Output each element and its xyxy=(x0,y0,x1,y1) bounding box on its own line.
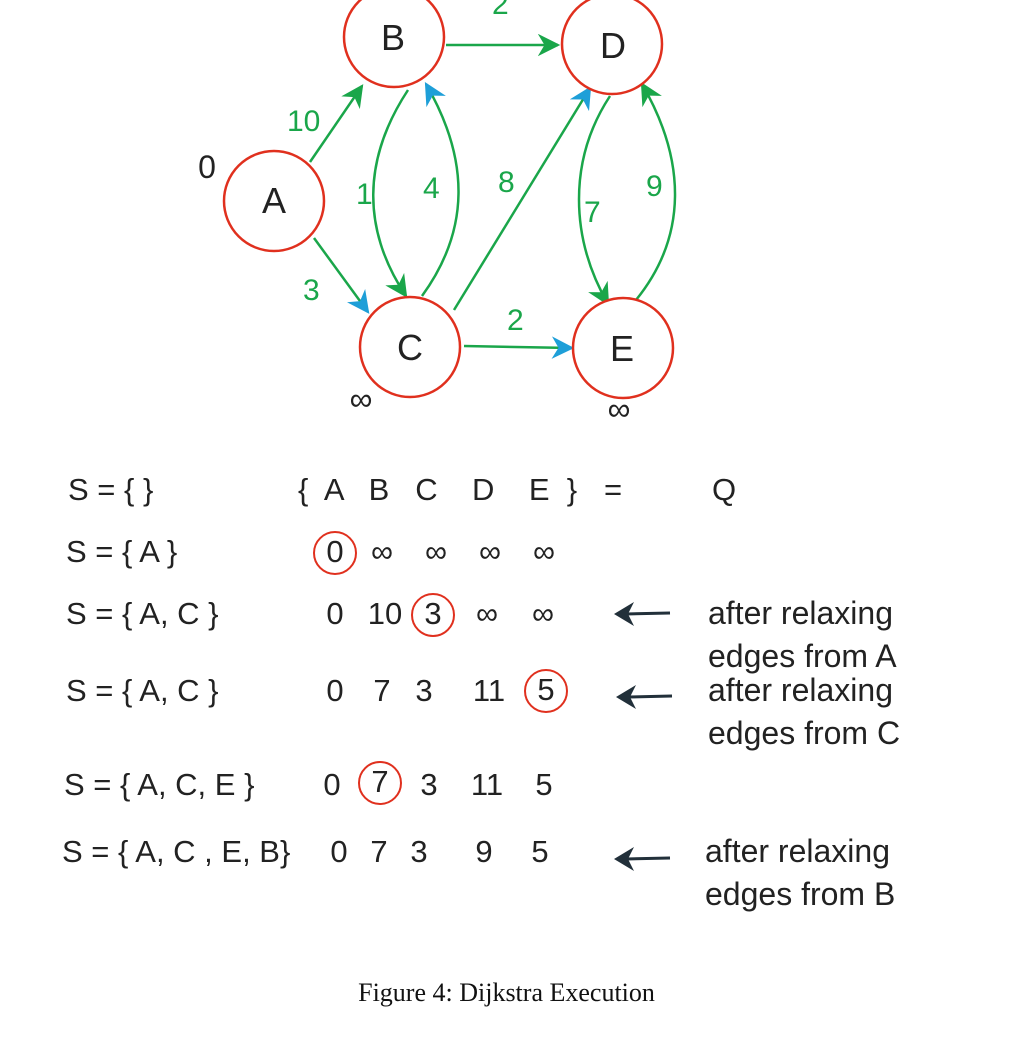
row-1-val-D: ∞ xyxy=(478,534,502,569)
weight-C-D: 8 xyxy=(498,166,515,199)
header-set: S = { } xyxy=(68,472,154,507)
row-4-val-E: 5 xyxy=(535,767,553,802)
node-label-D: D xyxy=(600,25,626,66)
node-label-A: A xyxy=(262,180,286,221)
row-2-val-D: ∞ xyxy=(475,596,499,631)
weight-A-C: 3 xyxy=(303,274,320,307)
arrow-row-3-icon xyxy=(616,685,673,709)
row-5-val-D: 9 xyxy=(475,834,493,869)
row-3-val-E: 5 xyxy=(524,669,568,713)
row-1-set: S = { A } xyxy=(66,534,178,569)
row-2-set: S = { A, C } xyxy=(66,596,219,631)
row-4-val-A: 0 xyxy=(323,767,341,802)
node-label-B: B xyxy=(381,17,405,58)
header-q: Q xyxy=(712,472,737,507)
row-3-val-D: 11 xyxy=(472,673,506,708)
row-2-note-line-2: edges from A xyxy=(708,638,897,674)
row-3-note: after relaxing edges from C xyxy=(708,669,900,755)
arrow-row-5-icon xyxy=(614,847,671,871)
row-4-val-C: 3 xyxy=(420,767,438,802)
edge-A-B xyxy=(308,84,364,163)
row-3-note-line-1: after relaxing xyxy=(708,672,893,708)
header-equals: = xyxy=(604,472,623,507)
dist-label-C: ∞ xyxy=(350,381,373,417)
row-2-val-B: 10 xyxy=(367,596,403,631)
row-1-val-E: ∞ xyxy=(532,534,556,569)
edge-A-C xyxy=(312,237,370,314)
row-3-val-A: 0 xyxy=(326,673,344,708)
dist-label-E: ∞ xyxy=(608,391,631,427)
row-2-val-C: 3 xyxy=(411,593,455,637)
row-5-val-E: 5 xyxy=(531,834,549,869)
weight-C-B: 4 xyxy=(423,172,440,205)
edge-C-B xyxy=(420,82,460,297)
edge-B-C xyxy=(372,89,410,298)
row-3-val-B: 7 xyxy=(373,673,391,708)
figure-caption: Figure 4: Dijkstra Execution xyxy=(358,978,655,1007)
edge-C-E xyxy=(463,336,575,359)
row-4-set: S = { A, C, E } xyxy=(64,767,255,802)
row-1-val-A: 0 xyxy=(313,531,357,575)
row-5-set: S = { A, C , E, B} xyxy=(62,834,291,869)
row-5-val-C: 3 xyxy=(410,834,428,869)
node-label-C: C xyxy=(397,327,423,368)
node-B xyxy=(342,0,446,89)
row-5-note-line-2: edges from B xyxy=(705,876,896,912)
weight-B-D: 2 xyxy=(492,0,509,21)
row-4-val-B: 7 xyxy=(358,761,402,805)
row-5-val-A: 0 xyxy=(330,834,348,869)
arrow-row-2-icon xyxy=(614,602,671,626)
row-2-val-E: ∞ xyxy=(531,596,555,631)
row-5-val-B: 7 xyxy=(370,834,388,869)
node-A xyxy=(222,149,326,253)
node-D xyxy=(560,0,664,96)
row-3-note-line-2: edges from C xyxy=(708,715,901,751)
row-2-note: after relaxing edges from A xyxy=(708,592,897,678)
row-3-val-C: 3 xyxy=(415,673,433,708)
edge-D-E xyxy=(577,95,612,306)
row-4-val-D: 11 xyxy=(470,767,504,802)
weight-B-C: 1 xyxy=(356,178,373,211)
row-1-val-B: ∞ xyxy=(370,534,394,569)
weight-E-D: 9 xyxy=(646,170,663,203)
header-queue: { A B C D E } xyxy=(298,472,578,507)
edge-E-D xyxy=(635,82,677,301)
row-2-val-A: 0 xyxy=(326,596,344,631)
weight-D-E: 7 xyxy=(584,196,601,229)
node-C xyxy=(358,295,462,399)
node-label-E: E xyxy=(610,328,634,369)
dijkstra-graph: 10 3 2 1 4 8 2 7 9 A B C D E 0 ∞ ∞ xyxy=(198,0,677,427)
row-5-note-line-1: after relaxing xyxy=(705,833,890,869)
row-5-note: after relaxing edges from B xyxy=(705,830,895,916)
edge-C-D xyxy=(452,86,592,311)
row-3-set: S = { A, C } xyxy=(66,673,219,708)
weight-A-B: 10 xyxy=(287,105,320,138)
row-2-note-line-1: after relaxing xyxy=(708,595,893,631)
node-E xyxy=(571,296,675,400)
row-1-val-C: ∞ xyxy=(424,534,448,569)
weight-C-E: 2 xyxy=(507,304,524,337)
dist-label-A: 0 xyxy=(198,149,216,185)
